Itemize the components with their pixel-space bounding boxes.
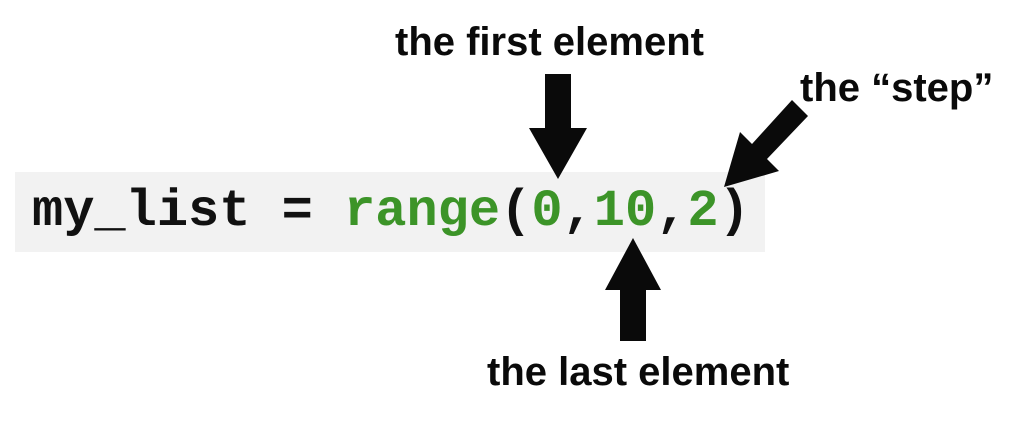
first-element-label: the first element <box>395 20 704 64</box>
code-block: my_list = range(0,10,2) <box>15 172 765 252</box>
code-token-start-value: 0 <box>531 182 563 241</box>
code-token-step-value: 2 <box>687 182 719 241</box>
code-token-function-name: range <box>344 182 501 241</box>
code-token-comma-2: , <box>656 182 688 241</box>
code-token-comma-1: , <box>562 182 594 241</box>
step-label: the “step” <box>800 66 994 110</box>
code-token-variable-assignment: my_list = <box>32 182 345 241</box>
code-line: my_list = range(0,10,2) <box>15 186 750 238</box>
code-token-stop-value: 10 <box>593 182 657 241</box>
down-arrow-icon <box>529 74 587 179</box>
code-token-close-paren: ) <box>718 182 750 241</box>
last-element-label: the last element <box>487 350 790 394</box>
up-arrow-icon <box>605 238 661 341</box>
code-token-open-paren: ( <box>500 182 532 241</box>
